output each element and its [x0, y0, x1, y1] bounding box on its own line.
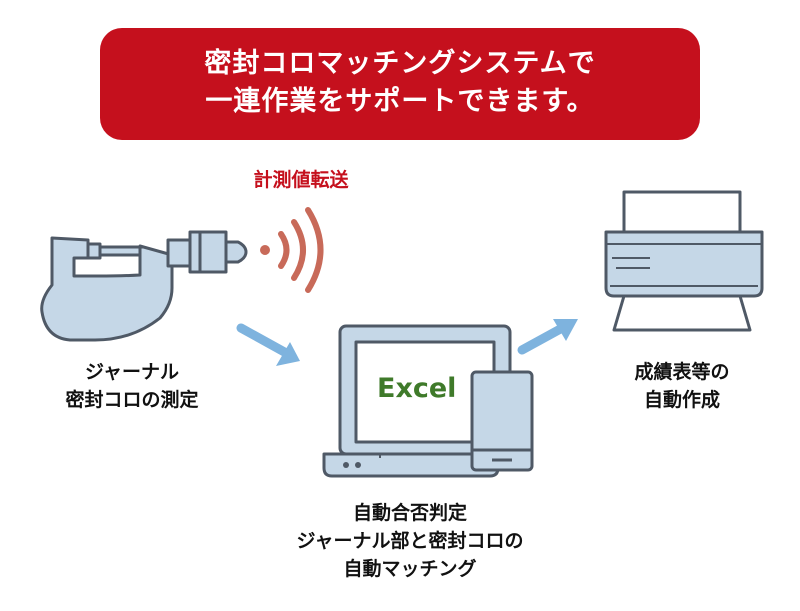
report-label: 成績表等の 自動作成 — [582, 358, 782, 414]
arrow-to-printer-icon — [517, 319, 578, 355]
matching-label-line-3: 自動マッチング — [343, 558, 477, 580]
transfer-label: 計測値転送 — [253, 169, 349, 191]
headline-line-1: 密封コロマッチングシステムで — [204, 48, 596, 79]
report-label-line-2: 自動作成 — [643, 389, 720, 411]
printer-icon — [604, 190, 764, 332]
headline-banner: 密封コロマッチングシステムで 一連作業をサポートできます。 — [100, 28, 700, 140]
matching-label: 自動合否判定 ジャーナル部と密封コロの 自動マッチング — [260, 499, 560, 583]
measure-label-line-2: 密封コロの測定 — [65, 389, 199, 411]
arrow-to-computer-icon — [236, 323, 300, 366]
wireless-signal-icon — [260, 207, 324, 293]
measure-label: ジャーナル 密封コロの測定 — [32, 358, 232, 414]
micrometer-icon — [40, 230, 248, 342]
headline-line-2: 一連作業をサポートできます。 — [205, 86, 595, 117]
matching-label-line-2: ジャーナル部と密封コロの — [296, 530, 524, 552]
excel-screen-text: Excel — [377, 373, 456, 404]
report-label-line-1: 成績表等の — [634, 361, 730, 383]
matching-label-line-1: 自動合否判定 — [352, 502, 467, 524]
tablet-icon — [470, 370, 534, 472]
measure-label-line-1: ジャーナル — [84, 361, 180, 383]
